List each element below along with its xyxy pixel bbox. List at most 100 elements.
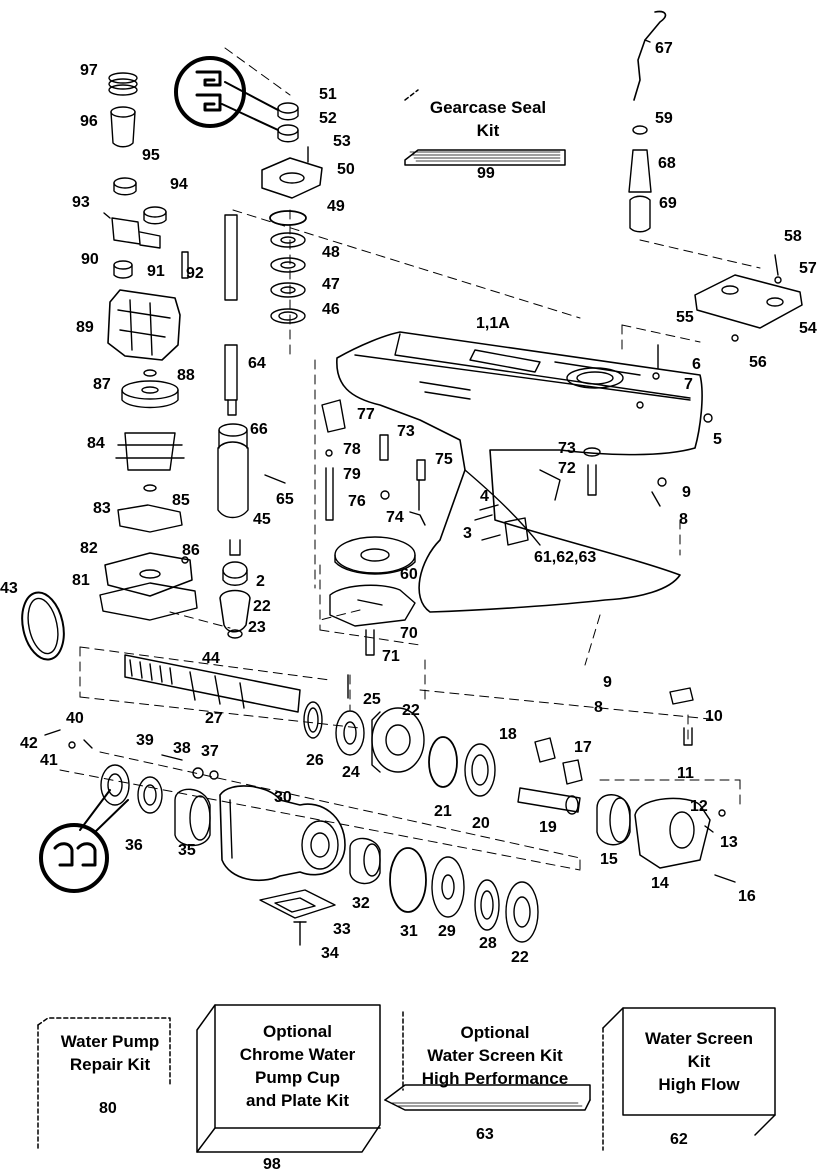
callout-73-mid: 73 [397, 423, 415, 440]
callout-47: 47 [322, 276, 340, 293]
callout-49: 49 [327, 198, 345, 215]
callout-50: 50 [337, 161, 355, 178]
callout-48: 48 [322, 244, 340, 261]
callout-25: 25 [363, 691, 381, 708]
callout-46: 46 [322, 301, 340, 318]
callout-96: 96 [80, 113, 98, 130]
callout-18: 18 [499, 726, 517, 743]
callout-85: 85 [172, 492, 190, 509]
callout-22-mid: 22 [402, 702, 420, 719]
kit-99-number: 99 [477, 165, 495, 182]
callout-8-lower: 8 [594, 699, 603, 716]
callout-53: 53 [333, 133, 351, 150]
callout-86: 86 [182, 542, 200, 559]
callout-12: 12 [690, 798, 708, 815]
kit-98-title: Optional Chrome Water Pump Cup and Plate… [215, 1020, 380, 1112]
callout-15: 15 [600, 851, 618, 868]
kit-63-line-2: Water Screen Kit [427, 1046, 563, 1065]
callout-31: 31 [400, 923, 418, 940]
callout-57: 57 [799, 260, 817, 277]
gearcase-housing [336, 331, 703, 613]
callout-11: 11 [677, 765, 694, 782]
callout-30: 30 [274, 789, 292, 806]
kit-99-line-2: Kit [476, 121, 500, 140]
shift-rod-parts [628, 10, 667, 233]
kit-62-line-1: Water Screen [644, 1029, 754, 1048]
callout-23: 23 [248, 619, 266, 636]
callout-22-top: 22 [253, 598, 271, 615]
callout-32: 32 [352, 895, 370, 912]
callout-89: 89 [76, 319, 94, 336]
water-pump-parts [99, 72, 198, 621]
callout-93: 93 [72, 194, 90, 211]
callout-58: 58 [784, 228, 802, 245]
callout-45: 45 [253, 511, 271, 528]
callout-44: 44 [202, 650, 220, 667]
callout-43: 43 [0, 580, 18, 597]
kit-80-line-2: Repair Kit [69, 1055, 151, 1074]
callout-87: 87 [93, 376, 111, 393]
callout-95: 95 [142, 147, 160, 164]
callout-91: 91 [147, 263, 165, 280]
kit-99-line-1: Gearcase Seal [429, 98, 547, 117]
callout-3: 3 [463, 525, 472, 542]
kit-62-line-3: High Flow [658, 1075, 740, 1094]
callout-59: 59 [655, 110, 673, 127]
seal-detail-callouts [39, 56, 279, 893]
callout-21: 21 [434, 803, 452, 820]
kit-62-line-2: Kit [687, 1052, 711, 1071]
callout-37: 37 [201, 743, 219, 760]
callout-7: 7 [684, 376, 693, 393]
callout-83: 83 [93, 500, 111, 517]
callout-9-upper: 9 [682, 484, 691, 501]
callout-51: 51 [319, 86, 337, 103]
bearing-carrier-assembly [44, 729, 539, 946]
callout-35: 35 [178, 842, 196, 859]
callout-64: 64 [248, 355, 266, 372]
trim-plate-parts [652, 254, 803, 423]
callout-84: 84 [87, 435, 105, 452]
kit-98-line-1: Optional [263, 1022, 332, 1041]
callout-81: 81 [72, 572, 90, 589]
callout-52: 52 [319, 110, 337, 127]
callout-24: 24 [342, 764, 360, 781]
callout-4: 4 [480, 488, 489, 505]
kit-63-title: Optional Water Screen Kit High Performan… [405, 1021, 585, 1090]
callout-41: 41 [40, 752, 58, 769]
callout-66: 66 [250, 421, 268, 438]
callout-36: 36 [125, 837, 143, 854]
callout-76: 76 [348, 493, 366, 510]
callout-5: 5 [713, 431, 722, 448]
kit-98-line-3: Pump Cup [255, 1068, 340, 1087]
callout-92: 92 [186, 265, 204, 282]
kit-98-line-2: Chrome Water [239, 1045, 356, 1064]
callout-16: 16 [738, 888, 756, 905]
callout-75: 75 [435, 451, 453, 468]
callout-94: 94 [170, 176, 188, 193]
callout-90: 90 [81, 251, 99, 268]
callout-78: 78 [343, 441, 361, 458]
callout-88: 88 [177, 367, 195, 384]
trim-tab-parts [329, 536, 416, 656]
kit-99-title: Gearcase Seal Kit [418, 96, 558, 142]
callout-55: 55 [676, 309, 694, 326]
callout-71: 71 [382, 648, 400, 665]
kit-80-title: Water Pump Repair Kit [50, 1030, 170, 1076]
guide-lines [59, 47, 761, 871]
callout-8-upper: 8 [679, 511, 688, 528]
kit-63-line-1: Optional [460, 1023, 530, 1042]
callout-22-bottom: 22 [511, 949, 529, 966]
callout-40: 40 [66, 710, 84, 727]
callout-65: 65 [276, 491, 294, 508]
callout-54: 54 [799, 320, 817, 337]
kit-80-number: 80 [99, 1100, 117, 1117]
kit-98-line-4: and Plate Kit [246, 1091, 349, 1110]
assembly-label: 1,1A [476, 315, 510, 332]
callout-61-62-63: 61,62,63 [534, 549, 597, 566]
callout-20: 20 [472, 815, 490, 832]
callout-33: 33 [333, 921, 351, 938]
drive-shaft-seal-parts [217, 102, 323, 639]
callout-6: 6 [692, 356, 701, 373]
